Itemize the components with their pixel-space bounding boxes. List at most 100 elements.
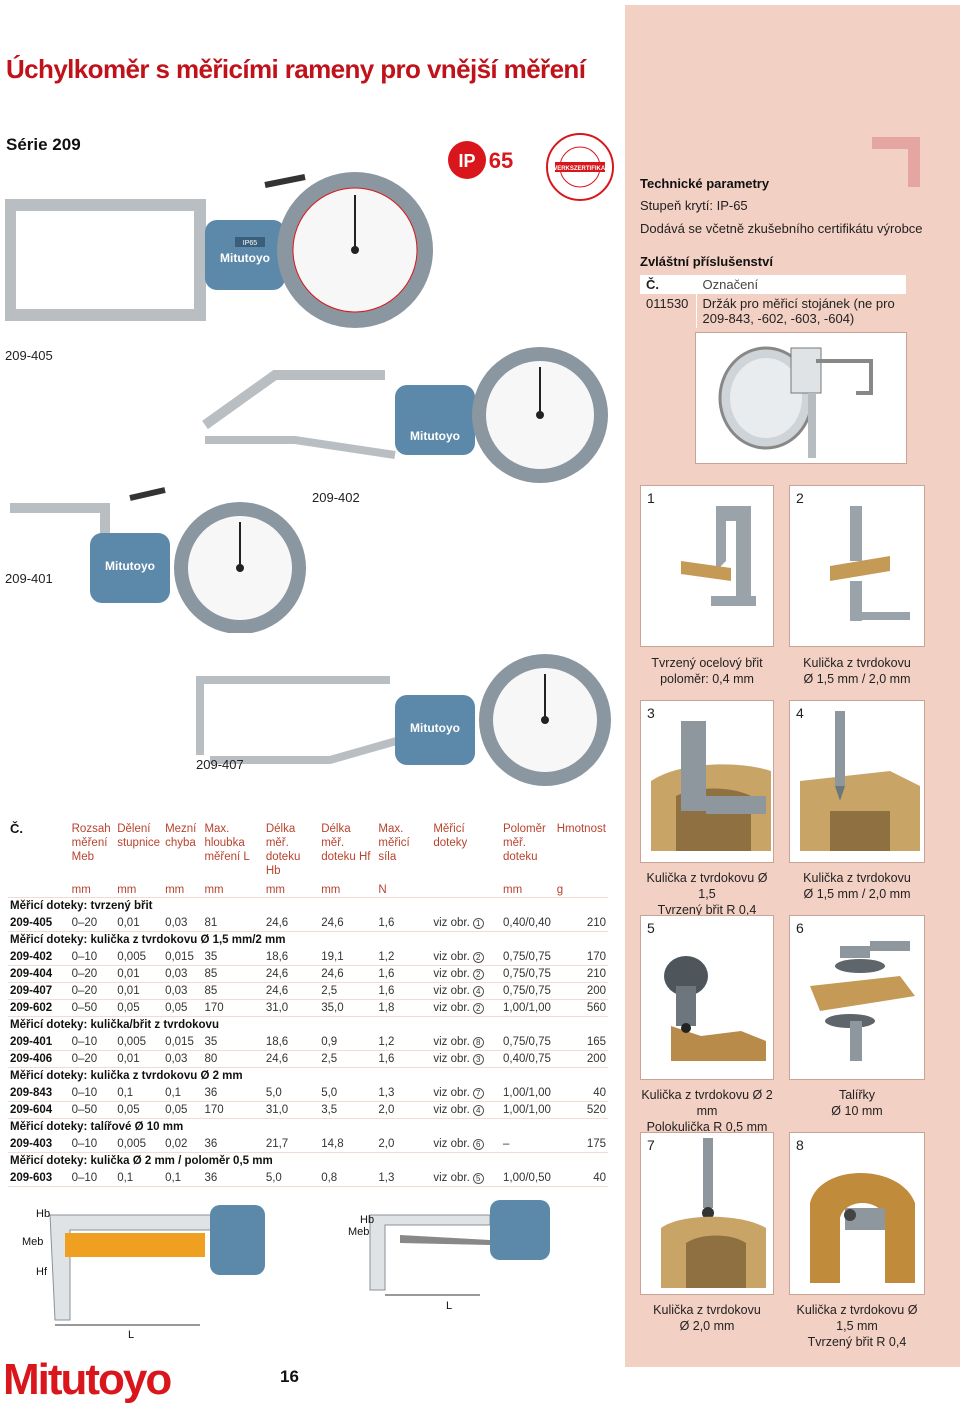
unit-cell xyxy=(8,878,70,898)
col-no: Č. xyxy=(10,821,23,836)
spec-cell: 0,03 xyxy=(163,965,203,983)
spec-cell: 2,0 xyxy=(376,1101,432,1119)
figure-ref: viz obr.3 xyxy=(431,1050,501,1068)
spec-cell: 1,00/0,50 xyxy=(500,1169,555,1187)
corner-mark xyxy=(872,137,920,187)
spec-cell: 24,6 xyxy=(263,1050,320,1068)
spec-cell: 520 xyxy=(554,1101,608,1119)
col-division: Dělení stupnice xyxy=(117,823,161,849)
spec-cell: 24,6 xyxy=(319,965,377,983)
page-title: Úchylkoměr s měřicími rameny pro vnější … xyxy=(6,54,586,84)
svg-text:Hf: Hf xyxy=(36,1266,48,1278)
group-name: Měřicí doteky: tvrzený břit xyxy=(10,900,153,913)
spec-cell: 0,1 xyxy=(115,1084,164,1102)
group-name: Měřicí doteky: kulička/břit z tvrdokovu xyxy=(10,1019,219,1032)
spec-cell: 175 xyxy=(554,1135,608,1153)
figure-ref-number: 7 xyxy=(472,1087,484,1099)
spec-table: Č. Rozsah měření Meb Dělení stupnice Mez… xyxy=(8,822,608,1187)
spec-cell: 0,1 xyxy=(163,1084,203,1102)
figure-ref: viz obr.8 xyxy=(431,1033,501,1051)
figure-ref-text: viz obr. xyxy=(433,985,470,997)
figure-ref-text: viz obr. xyxy=(433,1002,470,1014)
svg-text:L: L xyxy=(446,1300,452,1312)
spec-cell: 0–20 xyxy=(69,1050,116,1068)
group-row: Měřicí doteky: kulička Ø 2 mm / poloměr … xyxy=(8,1153,608,1170)
spec-cell: 36 xyxy=(202,1169,264,1187)
spec-cell: 1,6 xyxy=(376,914,432,932)
svg-text:Meb: Meb xyxy=(348,1226,369,1238)
group-row: Měřicí doteky: kulička z tvrdokovu Ø 1,5… xyxy=(8,932,608,949)
figure-ref-number: 2 xyxy=(472,951,484,963)
figure-ref-number: 6 xyxy=(472,1138,484,1150)
svg-text:Meb: Meb xyxy=(22,1236,43,1248)
spec-cell: 560 xyxy=(554,999,608,1017)
spec-cell: 0–50 xyxy=(69,1101,116,1119)
spec-cell: 0–20 xyxy=(69,914,116,932)
col-contacts: Měřicí doteky xyxy=(433,823,468,849)
group-row: Měřicí doteky: talířové Ø 10 mm xyxy=(8,1119,608,1136)
model-number: 209-404 xyxy=(8,965,70,983)
col-error: Mezní chyba xyxy=(165,823,197,849)
holder-photo xyxy=(695,332,907,464)
spec-cell: 21,7 xyxy=(263,1135,320,1153)
spec-cell: 0,8 xyxy=(319,1169,377,1187)
group-name: Měřicí doteky: kulička z tvrdokovu Ø 2 m… xyxy=(10,1070,243,1083)
model-number: 209-407 xyxy=(8,982,70,1000)
spec-cell: 0,05 xyxy=(163,999,203,1017)
col-hb: Délka měř. doteku Hb xyxy=(265,823,301,877)
unit-cell: mm xyxy=(319,878,377,898)
tech-heading: Technické parametry xyxy=(640,176,770,191)
spec-cell: 170 xyxy=(202,1101,264,1119)
spec-cell: 3,5 xyxy=(319,1101,377,1119)
spec-cell: 36 xyxy=(202,1135,264,1153)
unit-cell: mm xyxy=(202,878,264,898)
model-number: 209-604 xyxy=(8,1101,70,1119)
spec-cell: 24,6 xyxy=(263,982,320,1000)
unit-cell: mm xyxy=(69,878,116,898)
spec-cell: 1,6 xyxy=(376,965,432,983)
spec-header-row: Č. Rozsah měření Meb Dělení stupnice Mez… xyxy=(8,822,608,878)
spec-cell: 0–10 xyxy=(69,1135,116,1153)
ip65-badge: IP 65 xyxy=(447,138,519,182)
figure-4: 4 xyxy=(789,700,925,863)
figure-7: 7 xyxy=(640,1132,774,1295)
spec-cell: 0,40/0,75 xyxy=(500,1050,555,1068)
spec-cell: 1,00/1,00 xyxy=(500,1084,555,1102)
model-number: 209-403 xyxy=(8,1135,70,1153)
spec-cell: 0,01 xyxy=(115,1050,164,1068)
spec-cell: 0,9 xyxy=(319,1033,377,1051)
spec-cell: 1,2 xyxy=(376,948,432,966)
spec-cell: 5,0 xyxy=(319,1084,377,1102)
gauge-label-209-405: 209-405 xyxy=(5,348,53,363)
svg-text:Mitutoyo: Mitutoyo xyxy=(105,559,155,573)
spec-cell: 0,015 xyxy=(163,948,203,966)
spec-cell: 210 xyxy=(554,965,608,983)
svg-text:Hb: Hb xyxy=(36,1208,50,1220)
group-row: Měřicí doteky: kulička/břit z tvrdokovu xyxy=(8,1017,608,1034)
spec-cell: 81 xyxy=(202,914,264,932)
figure-ref-number: 8 xyxy=(472,1036,484,1048)
figure-ref-number: 5 xyxy=(472,1172,484,1184)
spec-cell: 200 xyxy=(554,1050,608,1068)
figure-ref-text: viz obr. xyxy=(433,1137,470,1150)
group-name: Měřicí doteky: kulička Ø 2 mm / poloměr … xyxy=(10,1155,273,1168)
spec-cell: 0,005 xyxy=(115,1135,164,1153)
col-depth: Max. hloubka měření L xyxy=(204,823,250,863)
figure-ref-text: viz obr. xyxy=(433,1086,470,1099)
unit-cell: N xyxy=(376,878,432,898)
gauge-label-209-402: 209-402 xyxy=(312,490,360,505)
svg-text:Mitutoyo: Mitutoyo xyxy=(410,429,460,443)
accessories-table: Č. Označení 011530 Držák pro měřicí stoj… xyxy=(640,275,906,328)
col-weight: Hmotnost xyxy=(556,823,606,835)
unit-cell xyxy=(431,878,501,898)
spec-cell: 1,3 xyxy=(376,1084,432,1102)
col-range: Rozsah měření Meb xyxy=(71,823,111,863)
